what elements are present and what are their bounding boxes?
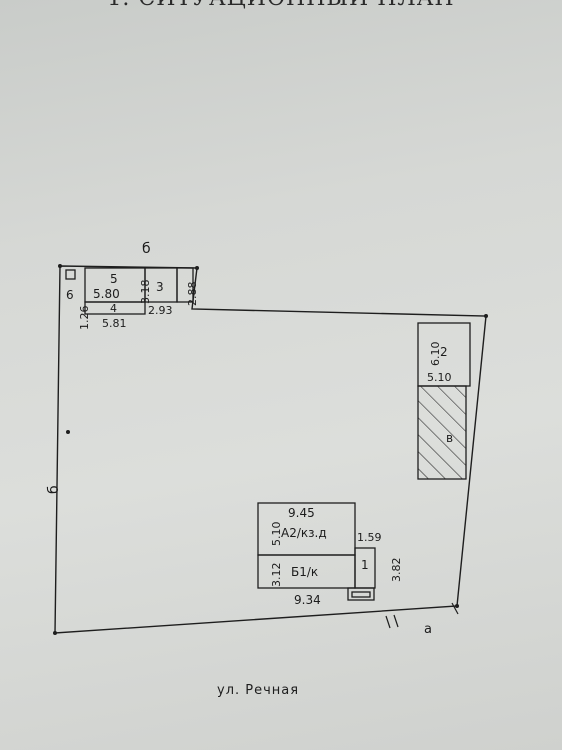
dim-2-88: 2.88 (186, 282, 199, 307)
label-2: 2 (440, 345, 448, 359)
main-house (257, 502, 376, 601)
boundary-label-top: б (142, 241, 151, 257)
dim-1-59: 1.59 (357, 531, 382, 544)
street-name: ул. Речная (217, 683, 300, 698)
boundary-label-left: б (46, 485, 62, 494)
dim-6-10: 6.10 (429, 342, 442, 367)
top-left-building-group (65, 267, 194, 315)
label-6: 6 (66, 288, 74, 302)
dim-5-10-right: 5.10 (427, 371, 452, 384)
dim-2-93: 2.93 (148, 304, 173, 317)
right-building (417, 322, 471, 480)
label-1: 1 (361, 558, 369, 572)
label-5: 5 (110, 272, 118, 286)
page-title: 1. СИТУАЦИОННЫЙ ПЛАН (0, 0, 562, 11)
label-b1: Б1/к (291, 565, 318, 579)
dim-9-34: 9.34 (294, 593, 321, 607)
dim-5-80: 5.80 (93, 287, 120, 301)
label-3: 3 (156, 280, 164, 294)
dim-5-10-house: 5.10 (270, 522, 283, 547)
dim-3-12: 3.12 (270, 563, 283, 588)
dim-3-18: 3.18 (139, 280, 152, 305)
label-a2: А2/кз.д (281, 526, 327, 540)
dim-1-26: 1.26 (78, 306, 91, 331)
dim-3-82: 3.82 (390, 558, 403, 583)
dim-9-45: 9.45 (288, 506, 315, 520)
dim-5-81: 5.81 (102, 317, 127, 330)
label-v: в (446, 431, 453, 445)
boundary-label-bottom: а (424, 622, 432, 637)
label-4: 4 (110, 302, 117, 315)
